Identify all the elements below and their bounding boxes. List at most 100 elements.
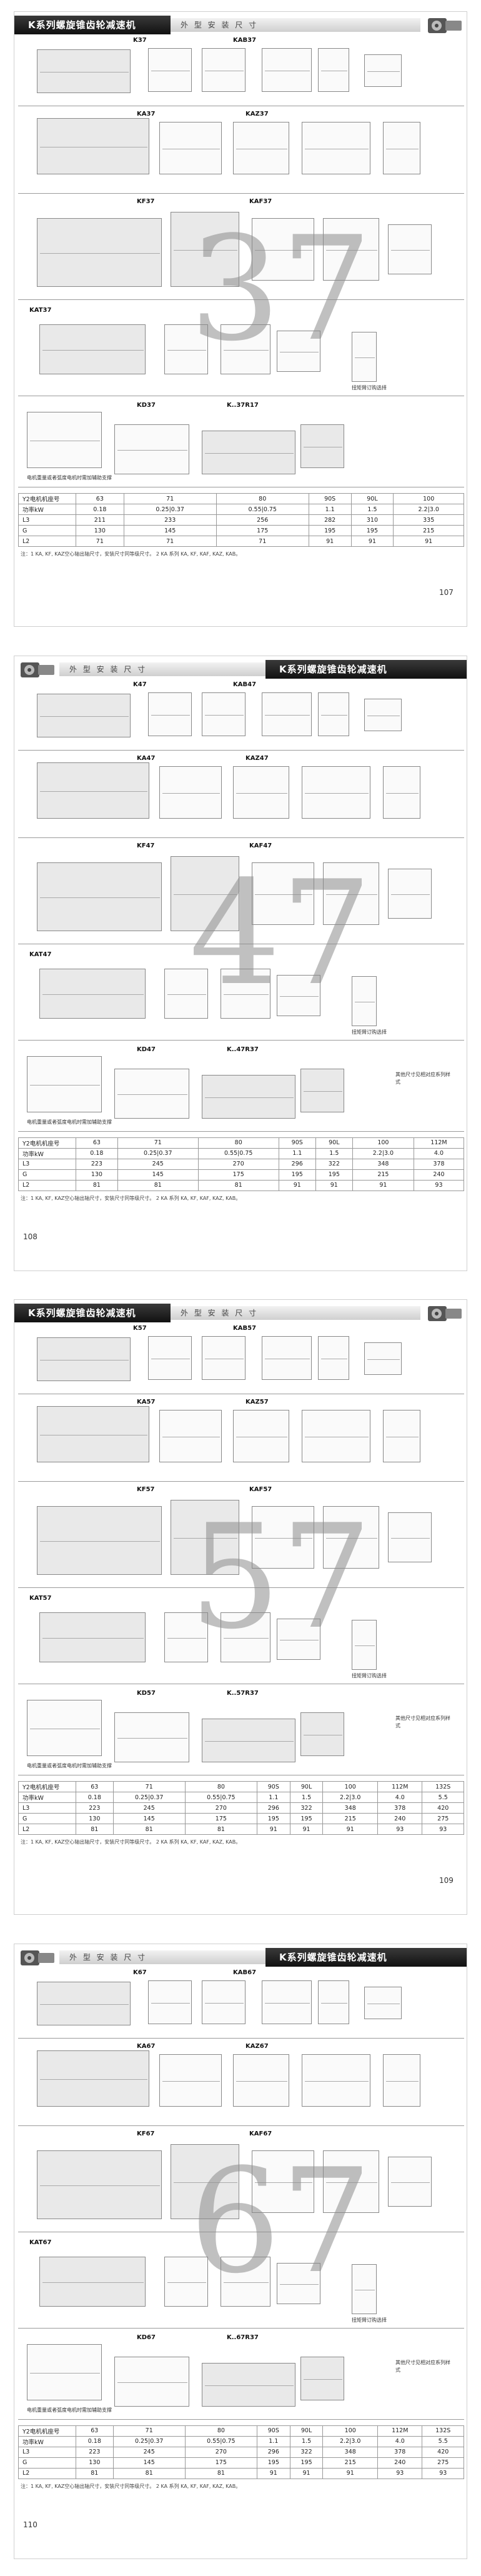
series-title: K系列螺旋锥齿轮减速机 <box>14 1304 171 1322</box>
dimension-line <box>386 2080 419 2082</box>
dimension-line <box>224 2282 269 2283</box>
dimension-drawing <box>233 1410 289 1462</box>
dimension-line <box>40 1541 160 1542</box>
table-row-header: L3 <box>18 514 76 526</box>
page-number: 109 <box>439 1876 454 1885</box>
dimension-line <box>367 1359 400 1360</box>
dimension-drawing <box>114 2356 189 2407</box>
table-cell: 296 <box>278 1158 316 1170</box>
dimension-drawing <box>148 692 192 736</box>
table-row-header: Y2电机机座号 <box>18 493 76 504</box>
page-header: K系列螺旋锥齿轮减速机外 型 安 装 尺 寸 <box>14 1944 467 1972</box>
table-cell: 348 <box>322 2446 379 2458</box>
dimension-drawing <box>300 1068 344 1112</box>
table-cell: 91 <box>315 1179 353 1191</box>
table-cell: 93 <box>377 2467 423 2479</box>
table-cell: 132S <box>422 1781 464 1792</box>
dimension-line <box>167 350 206 351</box>
reference-note: 其他尺寸见相对应系列样式 <box>395 1715 450 1729</box>
table-cell: 91 <box>322 2467 379 2479</box>
dimension-line <box>205 2002 244 2004</box>
table-cell: 175 <box>197 1169 279 1181</box>
table-cell: 91 <box>289 2467 324 2479</box>
dimension-drawing <box>39 1612 146 1662</box>
dimension-line <box>326 894 377 895</box>
page-number: 108 <box>23 1232 37 1241</box>
dimension-drawing <box>388 1512 432 1562</box>
dimension-drawing <box>302 1410 370 1462</box>
dimension-line <box>205 1741 294 1742</box>
dimension-drawing <box>383 1410 420 1462</box>
table-cell: 0.18 <box>76 1147 118 1159</box>
dimension-drawing <box>323 218 379 281</box>
dimension-drawing <box>202 1980 245 2024</box>
dimension-drawing <box>233 766 289 819</box>
model-label: KF67 <box>137 2130 155 2137</box>
table-cell: 100 <box>352 1137 414 1149</box>
dimension-drawing <box>27 1056 102 1112</box>
table-cell: 245 <box>117 1158 199 1170</box>
dimension-drawing <box>233 2054 289 2107</box>
size-watermark: 67 <box>189 2138 372 2305</box>
table-cell: 130 <box>76 525 124 536</box>
dimension-drawing <box>202 48 245 92</box>
table-cell: 90S <box>308 493 352 504</box>
dimension-line <box>174 2182 237 2183</box>
table-cell: 0.25|0.37 <box>117 1147 199 1159</box>
table-cell: 2.2|3.0 <box>322 1792 379 1803</box>
table-cell: 4.0 <box>377 2435 423 2447</box>
table-cell: 1.1 <box>308 504 352 515</box>
table-cell: 90L <box>289 1781 324 1792</box>
model-label: KAB37 <box>233 37 257 44</box>
table-cell: 80 <box>216 493 309 504</box>
model-label: KAT47 <box>29 951 52 958</box>
dimension-line <box>174 894 237 895</box>
section-divider <box>18 837 464 838</box>
table-cell: 0.18 <box>76 1792 114 1803</box>
size-watermark: 57 <box>189 1494 372 1661</box>
table-cell: 1.5 <box>289 1792 324 1803</box>
dimension-drawing <box>383 766 420 819</box>
table-cell: 91 <box>350 536 394 547</box>
table-cell: 195 <box>256 1813 290 1824</box>
table-cell: 130 <box>76 1169 118 1181</box>
dimension-drawing <box>323 2150 379 2213</box>
table-cell: 2.2|3.0 <box>322 2435 379 2447</box>
table-cell: 195 <box>278 1169 316 1181</box>
dimension-drawing <box>39 2256 146 2307</box>
table-cell: 91 <box>278 1179 316 1191</box>
model-label: K..67R37 <box>227 2334 259 2341</box>
dimension-drawing <box>233 122 289 174</box>
dimension-line <box>174 250 237 251</box>
reference-note: 其他尺寸见相对应系列样式 <box>395 1071 450 1085</box>
table-cell: 282 <box>308 514 352 526</box>
model-label: K..57R37 <box>227 1690 259 1697</box>
table-cell: 420 <box>422 2446 464 2458</box>
table-row-header: G <box>18 1813 76 1824</box>
table-cell: 240 <box>413 1169 465 1181</box>
dimension-line <box>42 2282 144 2283</box>
model-label: KAB47 <box>233 681 257 688</box>
dimension-line <box>30 2372 100 2374</box>
dimension-drawing <box>383 2054 420 2107</box>
dimension-line <box>326 250 377 251</box>
table-cell: 240 <box>377 1813 423 1824</box>
table-cell: 93 <box>377 1824 423 1835</box>
series-title: K系列螺旋锥齿轮减速机 <box>265 1947 467 1967</box>
dimension-drawing <box>37 1337 131 1381</box>
dimension-line <box>391 250 430 251</box>
table-cell: 81 <box>76 1824 114 1835</box>
table-cell: 215 <box>352 1169 414 1181</box>
dimension-line <box>40 791 147 792</box>
dimension-line <box>355 1645 375 1646</box>
model-label: KAT37 <box>29 307 52 314</box>
table-cell: 91 <box>393 536 464 547</box>
table-cell: 275 <box>422 2457 464 2469</box>
table-cell: 81 <box>117 1179 199 1191</box>
table-cell: 270 <box>184 2446 257 2458</box>
dimension-line <box>167 994 206 995</box>
